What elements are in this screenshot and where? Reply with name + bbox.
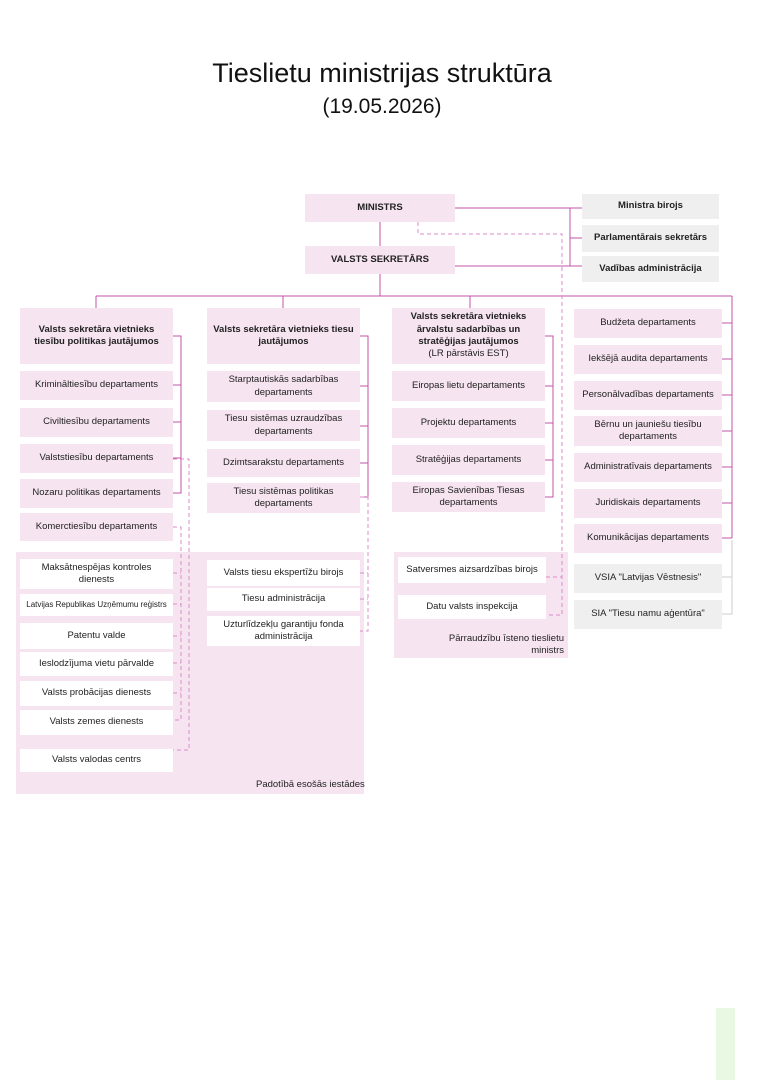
corner-accent: [716, 1008, 735, 1080]
col3-head-subtitle: (LR pārstāvis EST): [428, 348, 509, 360]
col2-dept: Tiesu sistēmas politikas departaments: [207, 483, 360, 513]
col4-dept: Iekšējā audita departaments: [574, 345, 722, 374]
parlamentarais-sekretars-box: Parlamentārais sekretārs: [582, 225, 719, 252]
col2-head: Valsts sekretāra vietnieks tiesu jautāju…: [207, 308, 360, 364]
subordinate-institution: Uzturlīdzekļu garantiju fonda administrā…: [207, 616, 360, 646]
col1-dept: Komerctiesību departaments: [20, 513, 173, 541]
col4-dept: Administratīvais departaments: [574, 453, 722, 482]
col2-dept: Starptautiskās sadarbības departaments: [207, 371, 360, 402]
col2-dept: Tiesu sistēmas uzraudzības departaments: [207, 410, 360, 441]
subordinate-institution: Patentu valde: [20, 623, 173, 649]
col1-dept: Valststiesību departaments: [20, 444, 173, 473]
subordinate-institution: Latvijas Republikas Uzņēmumu reģistrs: [20, 594, 173, 616]
col3-dept: Eiropas lietu departaments: [392, 371, 545, 401]
col4-dept: Komunikācijas departaments: [574, 524, 722, 553]
supervised-institution: Datu valsts inspekcija: [398, 595, 546, 619]
supervised-caption-wrap: Pārraudzību īsteno tieslietu ministrs: [440, 633, 564, 658]
subordinate-institution: Valsts probācijas dienests: [20, 681, 173, 706]
subordinate-institution: Valsts valodas centrs: [20, 749, 173, 772]
col3-dept: Projektu departaments: [392, 408, 545, 438]
col2-dept: Dzimtsarakstu departaments: [207, 449, 360, 477]
subordinate-caption: Padotībā esošās iestādes: [256, 779, 365, 790]
col1-dept: Krimināltiesību departaments: [20, 371, 173, 400]
col4-company: SIA "Tiesu namu aģentūra": [574, 600, 722, 629]
col1-dept: Nozaru politikas departaments: [20, 479, 173, 508]
vadibas-administracija-box: Vadības administrācija: [582, 256, 719, 282]
col4-dept: Juridiskais departaments: [574, 489, 722, 518]
subordinate-institution: Maksātnespējas kontroles dienests: [20, 559, 173, 589]
col4-dept: Budžeta departaments: [574, 309, 722, 338]
col1-head: Valsts sekretāra vietnieks tiesību polit…: [20, 308, 173, 364]
col3-head-title: Valsts sekretāra vietnieks ārvalstu sada…: [410, 311, 527, 347]
page-title: Tieslietu ministrijas struktūra: [212, 58, 552, 88]
ministra-birojs-box: Ministra birojs: [582, 194, 719, 219]
subordinate-institution: Tiesu administrācija: [207, 588, 360, 611]
col4-dept: Bērnu un jauniešu tiesību departaments: [574, 416, 722, 446]
col3-dept: Eiropas Savienības Tiesas departaments: [392, 482, 545, 512]
col3-dept: Stratēģijas departaments: [392, 445, 545, 475]
page-date: (19.05.2026): [322, 95, 442, 118]
subordinate-institution: Valsts tiesu ekspertīžu birojs: [207, 560, 360, 586]
supervised-institution: Satversmes aizsardzības birojs: [398, 557, 546, 583]
col1-dept: Civiltiesību departaments: [20, 408, 173, 437]
subordinate-institution: Valsts zemes dienests: [20, 710, 173, 735]
subordinate-institution: Ieslodzījuma vietu pārvalde: [20, 652, 173, 676]
col4-company: VSIA "Latvijas Vēstnesis": [574, 564, 722, 593]
col4-dept: Personālvadības departaments: [574, 381, 722, 410]
supervised-caption: Pārraudzību īsteno tieslietu ministrs: [448, 633, 564, 657]
valsts-sekretars-box: VALSTS SEKRETĀRS: [305, 246, 455, 274]
col3-head: Valsts sekretāra vietnieks ārvalstu sada…: [392, 308, 545, 364]
ministrs-box: MINISTRS: [305, 194, 455, 222]
